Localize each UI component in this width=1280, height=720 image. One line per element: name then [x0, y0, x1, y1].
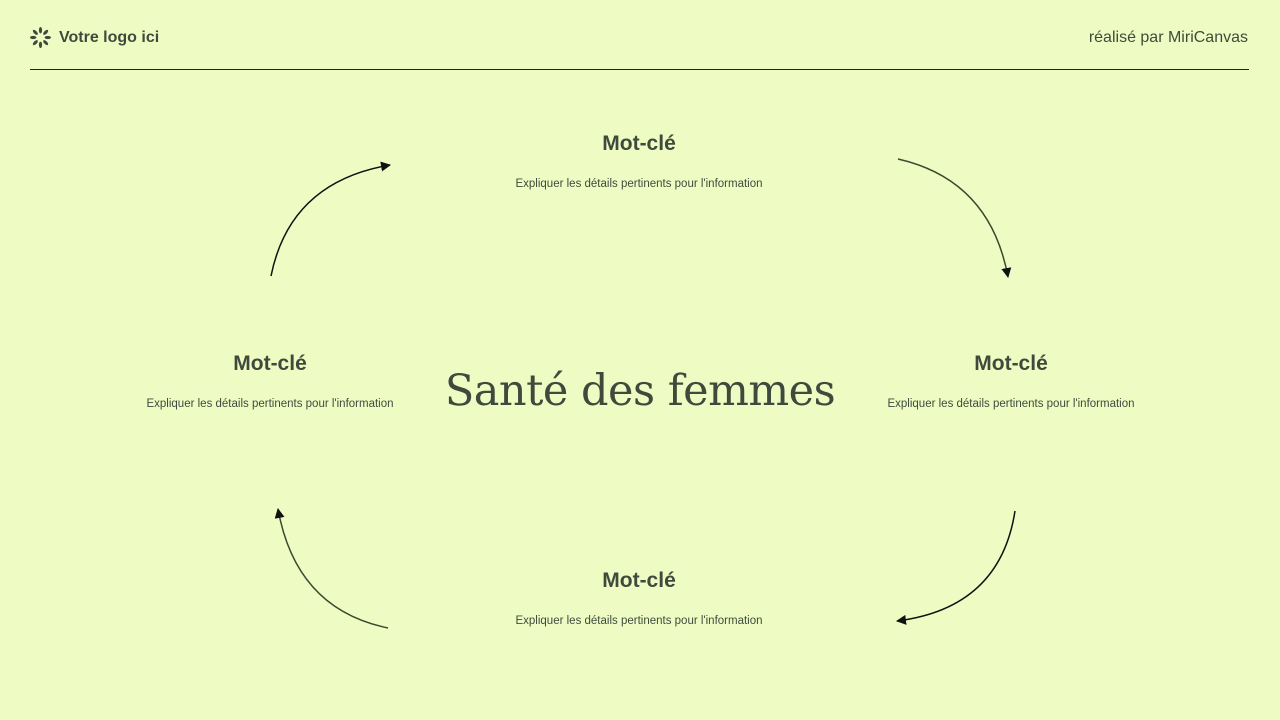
logo: Votre logo ici [30, 27, 159, 48]
node-keyword: Mot-clé [602, 132, 676, 155]
sunburst-icon [30, 27, 51, 48]
node-right: Mot-clé Expliquer les détails pertinents… [861, 352, 1161, 410]
node-description: Expliquer les détails pertinents pour l'… [887, 398, 1135, 410]
arrow-left-to-top [270, 161, 391, 277]
credit-text: réalisé par MiriCanvas [1088, 29, 1248, 46]
node-description: Expliquer les détails pertinents pour l'… [515, 615, 763, 627]
logo-text: Votre logo ici [59, 28, 160, 46]
node-keyword: Mot-clé [602, 569, 676, 592]
node-description: Expliquer les détails pertinents pour l'… [146, 398, 394, 410]
center-title: Santé des femmes [444, 366, 836, 416]
node-left: Mot-clé Expliquer les détails pertinents… [120, 352, 420, 410]
node-keyword: Mot-clé [233, 352, 307, 375]
header-divider [30, 69, 1249, 70]
node-description: Expliquer les détails pertinents pour l'… [515, 178, 763, 190]
arrow-top-to-right [897, 158, 1012, 278]
arrow-bottom-to-left [274, 508, 389, 629]
node-top: Mot-clé Expliquer les détails pertinents… [489, 132, 789, 190]
node-keyword: Mot-clé [974, 352, 1048, 375]
arrow-right-to-bottom [896, 510, 1016, 625]
node-bottom: Mot-clé Expliquer les détails pertinents… [489, 569, 789, 627]
